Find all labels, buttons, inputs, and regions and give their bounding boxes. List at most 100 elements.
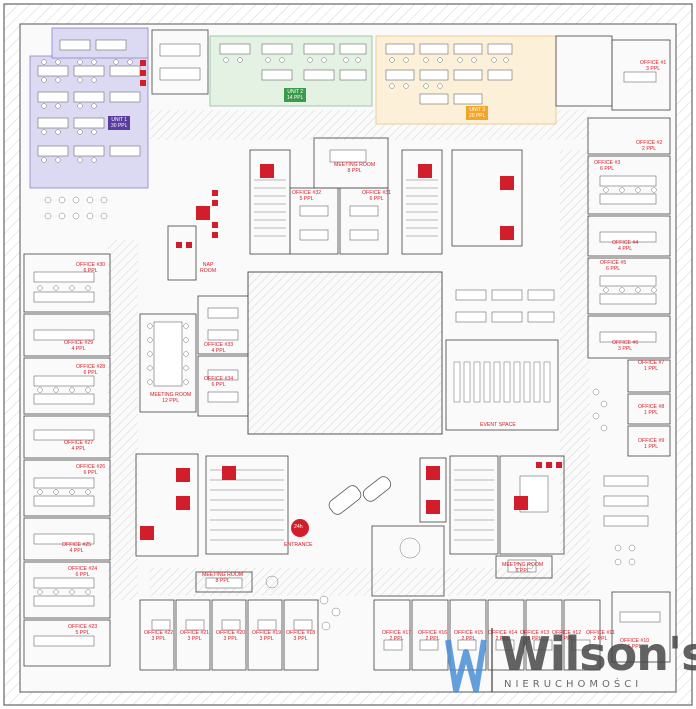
meeting-room-bottom-right-capacity: 6 PPL (515, 568, 530, 574)
core-icon (212, 200, 218, 206)
office-13-capacity: 2 PPL (527, 636, 542, 642)
office-16-name: OFFICE #16 (418, 630, 448, 636)
office-27-name: OFFICE #27 (64, 440, 94, 446)
office-19-name: OFFICE #19 (252, 630, 282, 636)
office-12-name: OFFICE #12 (552, 630, 582, 636)
core-icon (176, 242, 182, 248)
office-8-name: OFFICE #8 (638, 404, 665, 410)
nap-room-suffix: ROOM (200, 268, 217, 274)
logo-tagline: NIERUCHOMOŚCI (504, 679, 643, 690)
office-2-capacity: 2 PPL (642, 146, 657, 152)
office-5-capacity: 6 PPL (606, 266, 621, 272)
logo-wordmark: Wilson's (500, 627, 696, 681)
core-icon (212, 222, 218, 228)
office-14-capacity: 2 PPL (495, 636, 510, 642)
unit1-badge: UNIT 1 30 PPL (108, 116, 131, 130)
office-6-name: OFFICE #6 (612, 340, 639, 346)
office-15-name: OFFICE #15 (454, 630, 484, 636)
office-6-capacity: 3 PPL (618, 346, 633, 352)
meeting-room-left-name: MEETING ROOM (150, 392, 192, 398)
core-icon (500, 176, 514, 190)
nap-room-name: NAP (202, 262, 214, 268)
unit1-capacity: 30 PPL (111, 123, 128, 129)
office-24-name: OFFICE #24 (68, 566, 98, 572)
office-15-capacity: 2 PPL (461, 636, 476, 642)
office-21-capacity: 3 PPL (187, 636, 202, 642)
office-22-name: OFFICE #22 (144, 630, 174, 636)
office-26-capacity: 6 PPL (83, 470, 98, 476)
office-10-capacity: 5 PPL (627, 644, 642, 650)
office-23-capacity: 5 PPL (75, 630, 90, 636)
office-24-capacity: 6 PPL (75, 572, 90, 578)
office-33-capacity: 4 PPL (211, 348, 226, 354)
office-13-name: OFFICE #13 (520, 630, 550, 636)
office-1-name: OFFICE #1 (640, 60, 667, 66)
office-20-capacity: 3 PPL (223, 636, 238, 642)
office-30-name: OFFICE #30 (76, 262, 106, 268)
office-17-capacity: 2 PPL (389, 636, 404, 642)
office-29-capacity: 4 PPL (71, 346, 86, 352)
office-20-name: OFFICE #20 (216, 630, 246, 636)
meeting-room-top-capacity: 8 PPL (347, 168, 362, 174)
unit1-name: UNIT 1 (111, 117, 128, 123)
office-9-capacity: 1 PPL (644, 444, 659, 450)
office-4-capacity: 4 PPL (618, 246, 633, 252)
core-icon (536, 462, 542, 468)
core-icon (212, 232, 218, 238)
core-icon (196, 206, 210, 220)
core-icon (222, 466, 236, 480)
chairs (37, 57, 657, 631)
office-17-name: OFFICE #17 (382, 630, 412, 636)
office-25-capacity: 4 PPL (69, 548, 84, 554)
unit3-capacity: 20 PPL (469, 113, 486, 119)
event-seating (453, 361, 551, 403)
unit3-badge: UNIT 3 20 PPL (466, 106, 489, 120)
office-10-name: OFFICE #10 (620, 638, 650, 644)
core-icon (186, 242, 192, 248)
core-icon (140, 60, 146, 66)
core-icon (140, 70, 146, 76)
logo-mark-icon (445, 628, 493, 693)
room-walls (23, 29, 671, 671)
core-icon (426, 500, 440, 514)
core-icon (140, 526, 154, 540)
office-26-name: OFFICE #26 (76, 464, 106, 470)
office-21-name: OFFICE #21 (180, 630, 210, 636)
office-30-capacity: 6 PPL (83, 268, 98, 274)
office-1-capacity: 3 PPL (646, 66, 661, 72)
event-space-label: EVENT SPACE (480, 422, 516, 428)
core-icon (514, 496, 528, 510)
corridor-east (560, 150, 590, 590)
service-cores (140, 60, 562, 540)
office-32-name: OFFICE #32 (292, 190, 322, 196)
atrium (247, 271, 443, 435)
office-16-capacity: 2 PPL (425, 636, 440, 642)
reception-label: 24h (294, 524, 303, 530)
office-33-name: OFFICE #33 (204, 342, 234, 348)
office-11-name: OFFICE #11 (586, 630, 615, 636)
core-icon (176, 496, 190, 510)
